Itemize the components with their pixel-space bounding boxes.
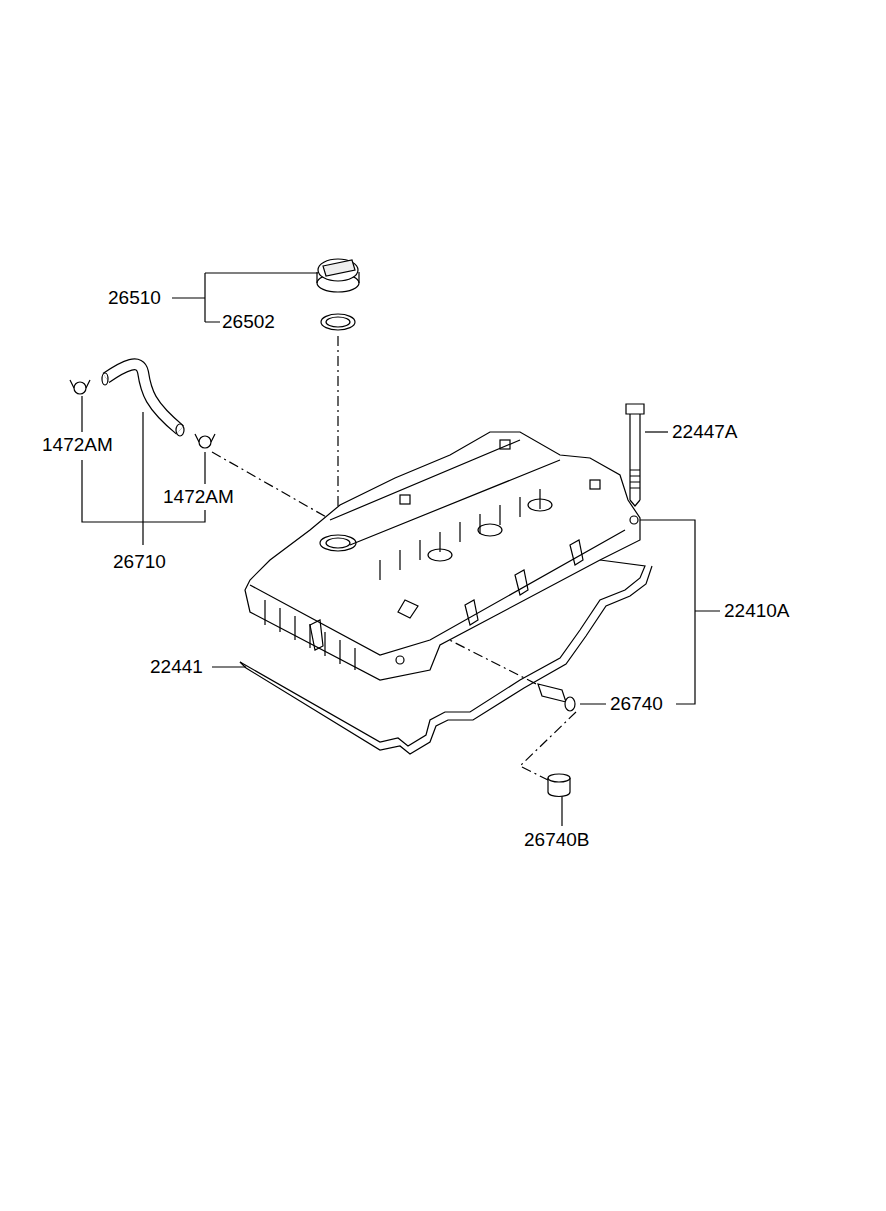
pcv-grommet <box>548 774 570 797</box>
oil-filler-cap <box>317 259 359 292</box>
cap-seal <box>321 314 355 330</box>
callout-number: 1472AM <box>40 434 115 456</box>
valve-cover <box>245 432 640 680</box>
callout-number: 26502 <box>220 311 277 333</box>
callout-number: 26740 <box>608 693 665 715</box>
callout-number: 1472AM <box>161 486 236 508</box>
breather-hose <box>102 364 184 436</box>
callout-number: 26740B <box>522 829 592 851</box>
callout-number: 22447A <box>670 421 740 443</box>
callout-number: 22441 <box>148 656 205 678</box>
callout-number: 26510 <box>106 287 163 309</box>
leader-lines <box>82 273 720 826</box>
callout-number: 22410A <box>722 600 792 622</box>
bolt <box>626 404 644 506</box>
pcv-valve <box>538 684 575 711</box>
callout-number: 26710 <box>111 551 168 573</box>
